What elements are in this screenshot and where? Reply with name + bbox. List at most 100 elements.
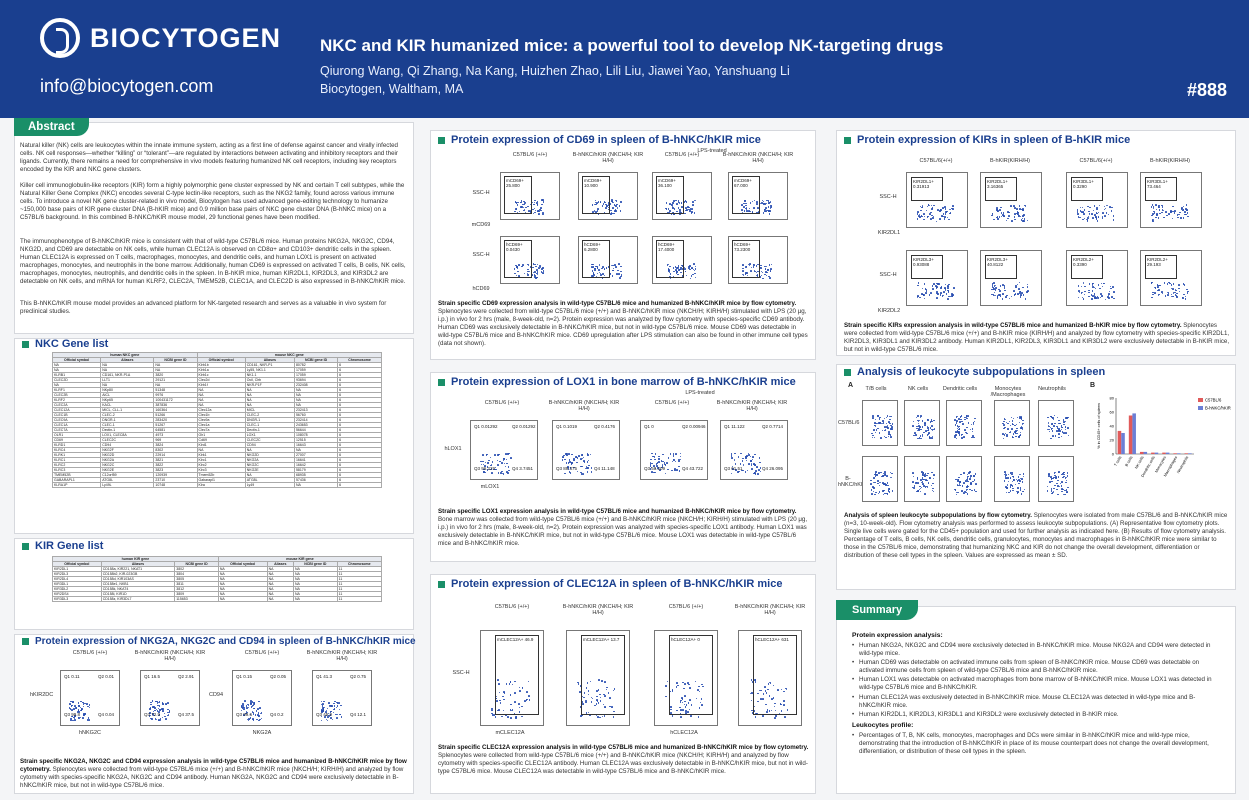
event-dot — [667, 468, 669, 471]
event-dot — [165, 718, 167, 720]
event-dot — [1172, 205, 1174, 208]
event-dot — [956, 425, 959, 427]
event-dot — [664, 472, 667, 475]
clec12a-gate: hCLEC12A+ 631 — [753, 635, 797, 715]
event-dot — [1083, 213, 1085, 215]
event-dot — [245, 705, 248, 707]
event-dot — [618, 263, 620, 265]
event-dot — [924, 422, 926, 424]
event-dot — [1014, 218, 1016, 221]
summary-bullet: •Percentages of T, B, NK cells, monocyte… — [852, 732, 1224, 756]
event-dot — [1007, 428, 1009, 430]
event-dot — [1111, 206, 1113, 209]
event-dot — [882, 420, 884, 422]
event-dot — [618, 205, 621, 207]
event-dot — [662, 453, 664, 456]
event-dot — [254, 714, 257, 716]
event-dot — [973, 475, 975, 477]
summary-bullet: •Human CD69 was detectable on activated … — [852, 659, 1224, 675]
event-dot — [954, 435, 956, 437]
event-dot — [1056, 416, 1059, 419]
event-dot — [75, 707, 77, 709]
quadrant-value: Q4 3.7451 — [512, 466, 534, 471]
event-dot — [156, 701, 159, 703]
event-dot — [871, 432, 873, 435]
event-dot — [1021, 428, 1024, 431]
cd69-caption-bold: Strain specific CD69 expression analysis… — [438, 300, 797, 307]
event-dot — [927, 472, 929, 475]
event-dot — [80, 709, 83, 712]
event-dot — [920, 479, 922, 481]
event-dot — [335, 713, 337, 716]
event-dot — [1012, 417, 1015, 420]
event-dot — [948, 218, 950, 221]
clec12a-plot: mCLEC12A+ 46.9 — [480, 630, 544, 726]
bar-humanized — [1154, 452, 1159, 454]
event-dot — [1093, 293, 1096, 295]
event-dot — [1103, 282, 1105, 285]
contact-email[interactable]: info@biocytogen.com — [40, 76, 214, 96]
quadrant-value: Q1 0.15 — [236, 674, 253, 679]
event-dot — [754, 464, 757, 466]
event-dot — [619, 210, 621, 212]
event-dot — [1053, 487, 1055, 490]
event-dot — [880, 471, 882, 474]
event-dot — [1098, 204, 1101, 207]
event-dot — [921, 287, 924, 290]
event-dot — [679, 452, 682, 455]
event-dot — [1023, 488, 1026, 491]
bar-wt — [1128, 415, 1133, 454]
event-dot — [919, 490, 922, 492]
event-dot — [967, 422, 970, 424]
quadrant-value: Q2 2.91 — [178, 674, 195, 679]
event-dot — [508, 452, 510, 454]
bullet-dot-icon: • — [852, 710, 855, 718]
affiliation: Biocytogen, Waltham, MA — [320, 82, 464, 96]
event-dot — [1048, 430, 1051, 433]
kir-gate: KIR3DL1+ 73.464 — [1145, 177, 1177, 201]
event-dot — [1048, 473, 1050, 475]
event-dot — [340, 704, 342, 707]
event-dot — [1021, 292, 1023, 294]
event-dot — [1186, 292, 1189, 294]
kir-title: KIR Gene list — [35, 540, 104, 552]
event-dot — [952, 208, 954, 210]
event-dot — [925, 292, 927, 294]
bullet-square-icon — [438, 378, 445, 386]
kir-gate: KIR2DL2+ 0.3390 — [1071, 255, 1103, 279]
quadrant-value: Q2 0.7714 — [762, 424, 784, 429]
event-dot — [260, 712, 263, 714]
event-dot — [690, 715, 692, 717]
event-dot — [754, 472, 756, 474]
event-dot — [334, 700, 336, 703]
event-dot — [1166, 283, 1168, 285]
event-dot — [257, 708, 259, 710]
bullet-dot-icon: • — [852, 659, 855, 667]
event-dot — [320, 719, 323, 722]
event-dot — [1006, 477, 1008, 479]
event-dot — [482, 460, 484, 463]
event-dot — [1158, 209, 1161, 211]
event-dot — [70, 719, 72, 722]
event-dot — [1084, 285, 1086, 288]
event-dot — [697, 716, 700, 718]
event-dot — [914, 432, 916, 434]
event-dot — [1081, 206, 1084, 209]
event-dot — [333, 702, 335, 705]
event-dot — [758, 469, 760, 471]
kir-axis-y: SSC-H — [879, 272, 897, 278]
event-dot — [992, 288, 995, 290]
event-dot — [936, 297, 938, 299]
event-dot — [1019, 487, 1022, 489]
event-dot — [1107, 296, 1109, 298]
nkg2a-axis-x2: NKG2A — [252, 730, 272, 736]
event-dot — [685, 274, 688, 277]
event-dot — [1008, 491, 1010, 494]
event-dot — [532, 266, 534, 269]
event-dot — [1184, 211, 1186, 213]
event-dot — [915, 434, 917, 436]
cd69-plot-row1: mCD69+ 10.900 — [578, 172, 638, 220]
event-dot — [1182, 297, 1184, 299]
event-dot — [878, 432, 881, 434]
summary-bullet: •Human CLEC12A was exclusively detected … — [852, 694, 1224, 710]
